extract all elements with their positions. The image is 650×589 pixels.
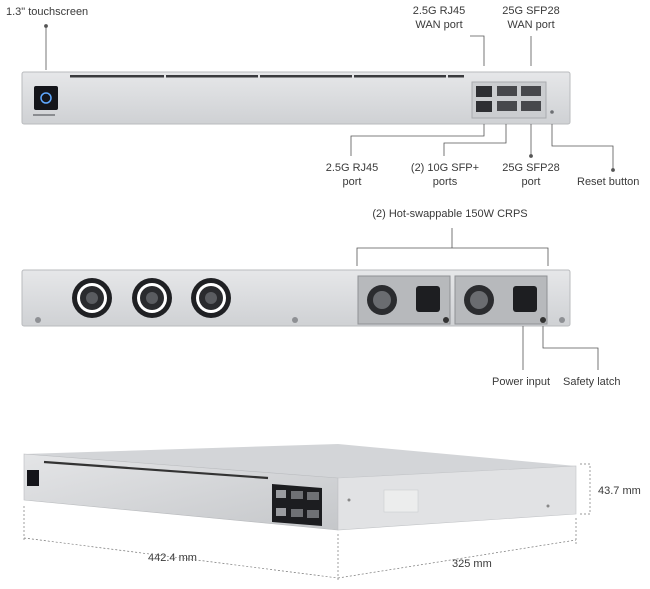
wan-sfp28-label: 25G SFP28 WAN port xyxy=(494,4,568,32)
psu-1 xyxy=(357,275,451,325)
wan-rj45-label-line1: 2.5G RJ45 xyxy=(412,5,466,17)
sfpplus-port-1 xyxy=(497,86,517,96)
front-vent-slot xyxy=(354,75,446,78)
leader-dot xyxy=(529,154,533,158)
front-leader-lines xyxy=(44,24,615,172)
ground-screw xyxy=(292,317,298,323)
depth-dimension-line xyxy=(337,539,577,579)
wan-rj45-label-line2: WAN port xyxy=(415,19,463,31)
leader-reset xyxy=(551,124,614,170)
rj45-wan-port xyxy=(476,86,492,97)
safety-latch xyxy=(540,317,546,323)
front-vent-slot xyxy=(260,75,352,78)
fan-2 xyxy=(132,278,172,318)
power-input-socket-1 xyxy=(416,286,440,312)
sfpplus-ports-label-line2: ports xyxy=(432,176,458,188)
width-dimension-label: 442.4 mm xyxy=(148,552,197,564)
front-vent-slot xyxy=(166,75,258,78)
rj45-port-label-line2: port xyxy=(342,176,362,188)
dimension-tick xyxy=(23,506,577,582)
reset-button xyxy=(550,110,554,114)
front-view xyxy=(21,71,571,125)
perspective-view xyxy=(23,444,577,531)
perspective-vent xyxy=(43,460,269,480)
sfpplus-ports-label: (2) 10G SFP+ ports xyxy=(405,161,485,189)
reset-button-label: Reset button xyxy=(577,176,640,188)
leader-dot xyxy=(44,24,48,28)
psu-label: (2) Hot-swappable 150W CRPS xyxy=(372,208,528,220)
sfp28-port-label-line2: port xyxy=(521,176,541,188)
perspective-top xyxy=(24,444,576,478)
sfp28-port-label: 25G SFP28 port xyxy=(494,161,568,189)
perspective-side xyxy=(337,465,577,531)
sfp28-wan-port xyxy=(521,86,541,96)
safety-latch-label: Safety latch xyxy=(563,376,621,388)
dimension-lines xyxy=(23,463,591,582)
leader-sfpplus xyxy=(443,124,507,156)
fan-1 xyxy=(72,278,112,318)
leader-rj45 xyxy=(350,124,485,156)
power-input-label: Power input xyxy=(492,376,551,388)
rear-view xyxy=(21,269,571,327)
leader-psu-bracket xyxy=(356,247,549,266)
rear-leader-lines xyxy=(356,228,599,370)
ground-screw xyxy=(35,317,41,323)
sfp28-port-label-line1: 25G SFP28 xyxy=(502,162,560,174)
ground-screw xyxy=(559,317,565,323)
leader-dot xyxy=(611,168,615,172)
rj45-port xyxy=(476,101,492,112)
front-vent-slot xyxy=(448,75,464,78)
width-dimension-line xyxy=(23,537,339,579)
height-dimension-label: 43.7 mm xyxy=(598,485,641,497)
sfpplus-port-2 xyxy=(497,101,517,111)
fan-3 xyxy=(191,278,231,318)
wan-sfp28-label-line2: WAN port xyxy=(507,19,555,31)
rj45-port-label: 2.5G RJ45 port xyxy=(317,161,387,189)
wan-sfp28-label-line1: 25G SFP28 xyxy=(502,5,560,17)
sfp28-port xyxy=(521,101,541,111)
leader-wan-rj45 xyxy=(470,35,485,66)
perspective-label-sticker xyxy=(383,489,419,513)
sfpplus-ports-label-line1: (2) 10G SFP+ xyxy=(410,162,480,174)
height-dimension-line xyxy=(580,463,591,515)
wan-rj45-label: 2.5G RJ45 WAN port xyxy=(404,4,474,32)
power-input-socket-2 xyxy=(513,286,537,312)
psu-2 xyxy=(454,275,548,325)
front-vent-slot xyxy=(70,75,164,78)
leader-safety-latch xyxy=(542,326,599,370)
touchscreen-icon xyxy=(40,92,52,104)
depth-dimension-label: 325 mm xyxy=(452,558,492,570)
front-chassis xyxy=(21,71,571,125)
rj45-port-label-line1: 2.5G RJ45 xyxy=(325,162,379,174)
front-logo-text xyxy=(33,114,55,116)
perspective-touchscreen xyxy=(27,470,39,486)
touchscreen xyxy=(34,86,58,110)
touchscreen-label: 1.3" touchscreen xyxy=(6,6,89,18)
